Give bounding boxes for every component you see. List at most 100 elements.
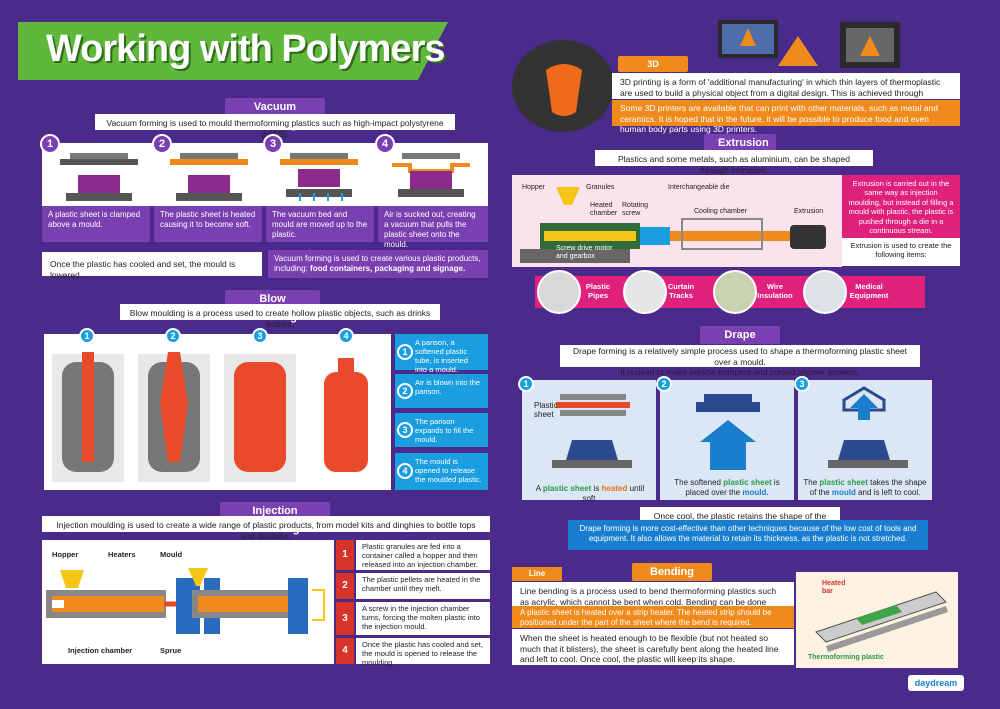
- drape-cap-3: The plastic sheet takes the shape of the…: [802, 478, 928, 497]
- inj-step-2-num: 2: [336, 573, 354, 599]
- vacuum-step-3-text: The vacuum bed and mould are moved up to…: [266, 206, 374, 242]
- title-banner: [18, 22, 448, 80]
- vacuum-illustrations: [60, 153, 470, 201]
- injection-illustration: [46, 568, 325, 634]
- drape-panel-3: [798, 380, 932, 500]
- printing-text-1: 3D printing is a form of 'additional man…: [612, 73, 960, 108]
- ext-label-die: Interchangeable die: [668, 184, 730, 191]
- computer-printer-icon: [718, 20, 900, 68]
- extrusion-diagram: [512, 175, 842, 267]
- wire-photo: [713, 270, 757, 314]
- blow-badge-4: 4: [338, 328, 354, 344]
- curtain-photo: [623, 270, 667, 314]
- vacuum-step-2-badge: 2: [152, 134, 172, 154]
- ext-label-cooling: Cooling chamber: [694, 208, 747, 215]
- inj-step-3-text: A screw in the injection chamber turns, …: [356, 602, 490, 635]
- injection-diagram: [42, 540, 334, 664]
- blow-step-1-text: A parison, a softened plastic tube, is i…: [395, 334, 488, 374]
- vacuum-note-2: Vacuum forming is used to create various…: [268, 250, 488, 278]
- drape-cap-3d: mould: [831, 487, 856, 497]
- drape-cap-3e: and is left to cool.: [858, 487, 921, 497]
- bending-text-1: Line bending is a process used to bend t…: [512, 582, 794, 617]
- inj-label-mould: Mould: [160, 550, 183, 559]
- pipes-photo: [537, 270, 581, 314]
- drape-cap-3a: The: [803, 478, 818, 487]
- drape-cap-3b: plastic sheet: [819, 478, 868, 487]
- vacuum-step-1-text: A plastic sheet is clamped above a mould…: [42, 206, 150, 242]
- drape-cap-1b: plastic sheet: [542, 484, 592, 493]
- drape-cap-2: The softened plastic sheet is placed ove…: [664, 478, 790, 497]
- vacuum-step-4-badge: 4: [375, 134, 395, 154]
- drape-cap-1: A plastic sheet is heated until soft.: [528, 484, 652, 503]
- vacuum-note-1: Once the plastic has cooled and set, the…: [42, 252, 262, 280]
- printing-title: 3D Printing: [618, 56, 688, 85]
- blow-badge-1: 1: [79, 328, 95, 344]
- inj-label-sprue: Sprue: [160, 646, 182, 655]
- drape-badge-3: 3: [794, 376, 810, 392]
- item-curtain: Curtain Tracks: [667, 282, 695, 300]
- drape-intro-2: It is used to make vehicle bumpers and c…: [620, 367, 860, 378]
- extrusion-items-intro: Extrusion is used to create the followin…: [842, 238, 960, 266]
- medical-photo: [803, 270, 847, 314]
- vacuum-step-2-text: The plastic sheet is heated causing it t…: [154, 206, 262, 242]
- blow-side-badge-4: 4: [397, 463, 413, 479]
- inj-label-chamber: Injection chamber: [68, 646, 133, 655]
- blow-badge-2: 2: [165, 328, 181, 344]
- brand-logo: daydream: [908, 675, 964, 691]
- drape-cap-1d: heated: [601, 484, 628, 493]
- drape-badge-2: 2: [656, 376, 672, 392]
- drape-cap-2a: The softened: [674, 478, 721, 487]
- extrusion-title: Extrusion: [704, 134, 776, 152]
- vacuum-intro: Vacuum forming is used to mould thermofo…: [95, 114, 455, 139]
- item-wire: Wire Insulation: [757, 282, 793, 300]
- blow-illustrations: [52, 352, 382, 482]
- vacuum-step-4-text: Air is sucked out, creating a vacuum tha…: [378, 206, 488, 249]
- drape-cap-2d: mould.: [742, 487, 769, 497]
- item-medical: Medical Equipment: [849, 282, 889, 300]
- extrusion-pink-note: Extrusion is carried out in the same way…: [842, 175, 960, 238]
- drape-panel-2: [660, 380, 794, 500]
- blow-side-badge-2: 2: [397, 383, 413, 399]
- item-pipes: Plastic Pipes: [585, 282, 611, 300]
- drape-intro: Drape forming is a relatively simple pro…: [560, 345, 920, 377]
- inj-step-1-num: 1: [336, 540, 354, 570]
- ext-label-screw: Rotating screw: [622, 202, 649, 217]
- bending-diagram: [796, 572, 958, 668]
- strip-heater-illustration: [815, 591, 948, 652]
- drape-blue-note: Drape forming is more cost-effective tha…: [568, 520, 928, 550]
- bending-title: Bending Plastics: [632, 563, 712, 596]
- ext-label-heated: Heated chamber: [590, 202, 618, 217]
- drape-illustration-1: [552, 394, 632, 468]
- inj-step-1-text: Plastic granules are fed into a containe…: [356, 540, 490, 570]
- page-title: Working with Polymers: [46, 28, 445, 70]
- inj-step-4-text: Once the plastic has cooled and set, the…: [356, 638, 490, 667]
- drape-cap-2c: is placed over the: [685, 478, 780, 497]
- extrusion-intro: Plastics and some metals, such as alumin…: [595, 150, 873, 175]
- inj-label-heaters: Heaters: [108, 550, 136, 559]
- extrusion-illustration: [520, 187, 826, 263]
- vacuum-diagrams: [42, 143, 488, 206]
- blow-diagrams: [44, 334, 391, 490]
- drape-cap-1e: until soft.: [582, 484, 645, 503]
- drape-badge-1: 1: [518, 376, 534, 392]
- drape-intro-1: Drape forming is a relatively simple pro…: [572, 346, 907, 367]
- bending-heated-bar: Heated bar: [822, 580, 846, 595]
- drape-cap-1c: is: [593, 484, 600, 493]
- inj-step-2-text: The plastic pellets are heated in the ch…: [356, 573, 490, 599]
- printed-vase-icon: [546, 64, 582, 116]
- ext-label-motor: Screw drive motor and gearbox: [556, 245, 613, 260]
- drape-cap-3c: takes the shape of the: [809, 478, 927, 497]
- drape-title: Drape Forming: [700, 326, 780, 359]
- vacuum-note-2b: food containers, packaging and signage.: [310, 264, 466, 273]
- ext-label-granules: Granules: [586, 184, 615, 191]
- drape-cap-2b: plastic sheet: [723, 478, 772, 487]
- drape-sheet-label: Plastic sheet: [534, 401, 558, 419]
- drape-illustration-2: [696, 394, 760, 470]
- printer-photo: [512, 40, 614, 132]
- injection-intro: Injection moulding is used to create a w…: [42, 516, 490, 541]
- vacuum-step-1-badge: 1: [40, 134, 60, 154]
- inj-step-4-num: 4: [336, 638, 354, 664]
- ext-label-extrusion: Extrusion: [794, 208, 824, 215]
- bending-thermo-label: Thermoforming plastic: [808, 654, 884, 661]
- blow-step-2-text: Air is blown into the parison.: [395, 374, 488, 408]
